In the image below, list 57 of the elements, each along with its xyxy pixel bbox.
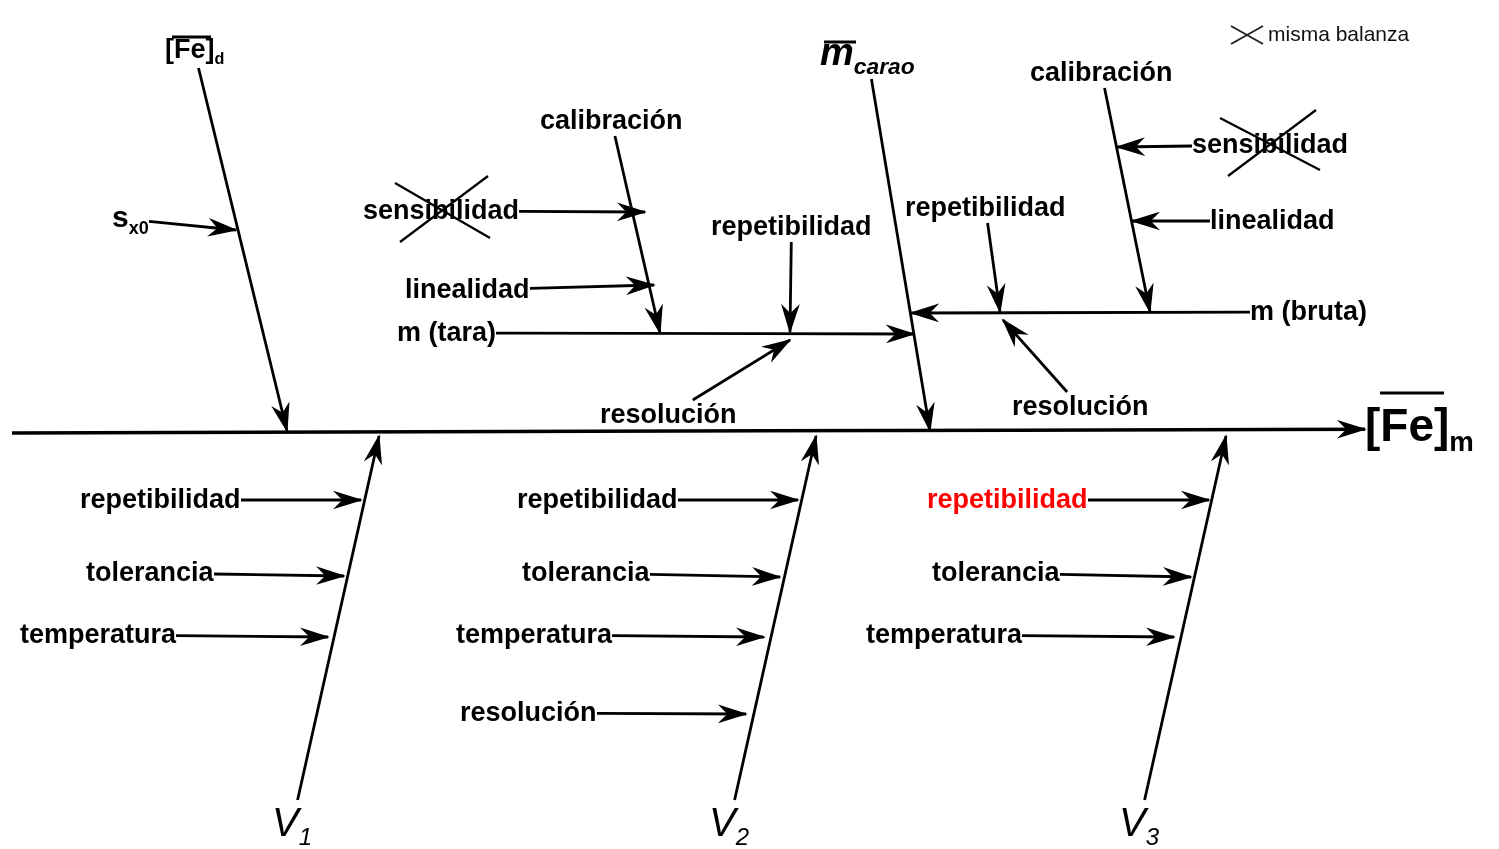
legend-text: misma balanza: [1268, 22, 1410, 46]
arrow: [986, 222, 1006, 314]
arrow: [296, 434, 382, 801]
cause-label: resolución: [1012, 392, 1149, 422]
cause-label: repetibilidad: [927, 485, 1088, 515]
cause-label: repetibilidad: [80, 485, 241, 515]
cause-label: repetibilidad: [517, 485, 678, 515]
cause-label: temperatura: [456, 620, 613, 650]
quantity-label: [Fe]$_{d}$: [165, 35, 225, 69]
arrow: [597, 704, 748, 724]
arrow: [213, 566, 346, 585]
arrow: [496, 324, 916, 344]
cause-label: temperatura: [20, 620, 177, 650]
arrow: [1022, 627, 1176, 647]
quantity-label: m$_{carao}$: [820, 32, 915, 79]
arrow: [781, 241, 800, 334]
cause-label: resolución: [600, 400, 737, 430]
arrow: [649, 567, 782, 586]
arrow: [613, 135, 663, 335]
quantity-label: m (tara): [397, 318, 497, 348]
cause-label: temperatura: [866, 620, 1023, 650]
cause-label: repetibilidad: [711, 212, 872, 242]
arrow: [870, 78, 935, 433]
arrow: [148, 217, 238, 237]
cause-label: calibración: [1030, 58, 1173, 88]
arrow: [678, 490, 800, 510]
cause-label: tolerancia: [522, 558, 650, 588]
variable-label: V$_{3}$: [1119, 800, 1160, 849]
arrow: [519, 202, 647, 222]
arrow: [1001, 318, 1069, 393]
arrow: [909, 303, 1250, 323]
arrow: [1103, 87, 1154, 314]
cause-label: repetibilidad: [905, 193, 1066, 223]
arrow: [1059, 567, 1193, 586]
arrow: [197, 67, 290, 433]
arrow: [1143, 434, 1229, 801]
cause-label: tolerancia: [932, 558, 1060, 588]
quantity-label: s$_{x0}$: [112, 200, 149, 239]
variable-label: V$_{2}$: [709, 800, 750, 849]
cause-label: linealidad: [405, 275, 530, 305]
arrow: [692, 338, 792, 402]
arrow: [529, 276, 656, 296]
arrow: [1115, 137, 1192, 156]
arrow: [733, 434, 819, 801]
arrow: [241, 490, 363, 510]
cause-label: tolerancia: [86, 558, 214, 588]
effect-label: [Fe]$_{m}$: [1365, 400, 1474, 458]
cause-label: calibración: [540, 106, 683, 136]
cause-label: linealidad: [1210, 206, 1335, 236]
quantity-label: m (bruta): [1250, 297, 1367, 327]
spine-arrow: [12, 419, 1367, 439]
arrow: [176, 627, 330, 647]
arrow: [612, 627, 766, 647]
arrow: [1130, 211, 1210, 231]
arrow: [1088, 490, 1211, 510]
cause-label: resolución: [460, 698, 597, 728]
variable-label: V$_{1}$: [272, 800, 313, 849]
